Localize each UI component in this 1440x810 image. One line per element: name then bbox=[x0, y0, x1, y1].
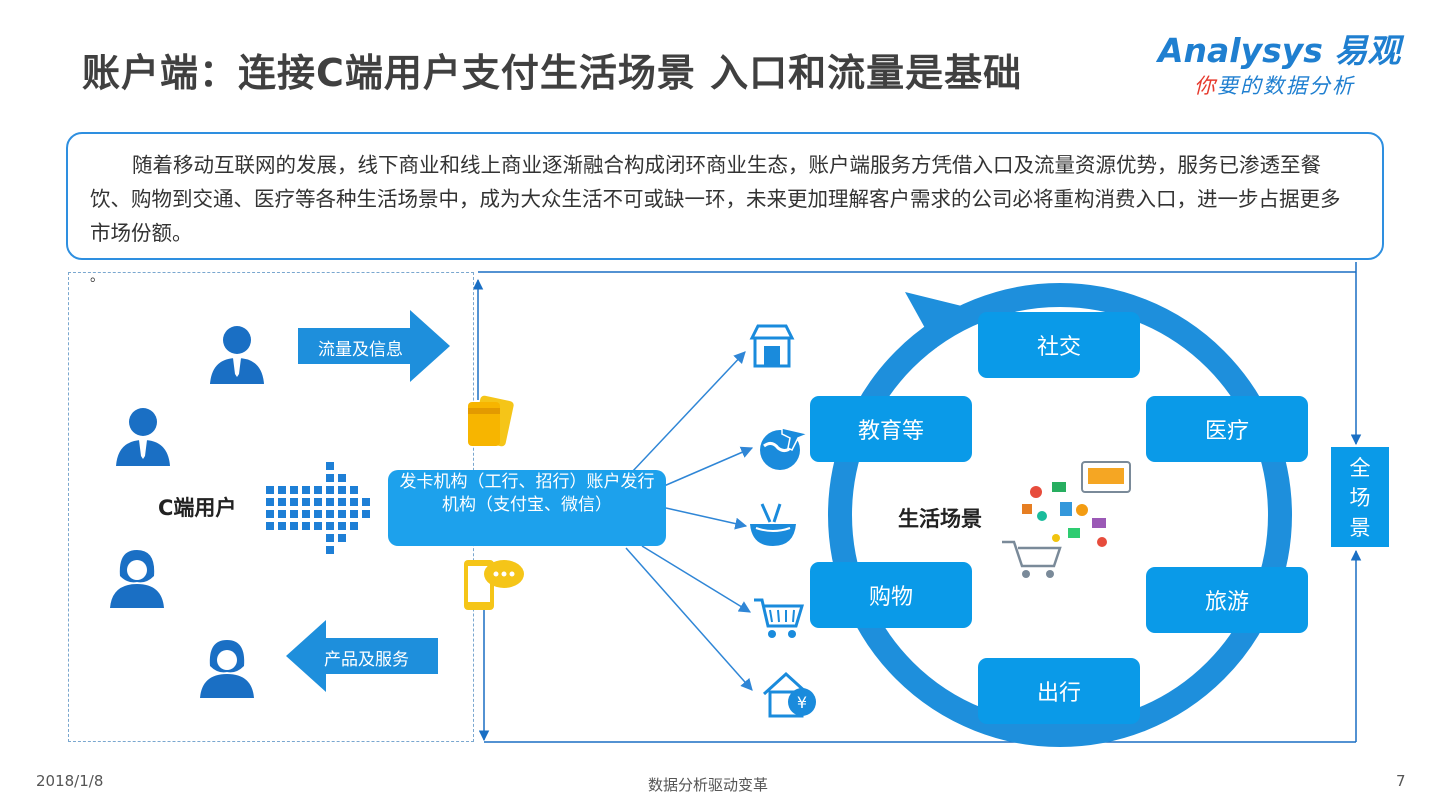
female-user-icon bbox=[110, 550, 164, 608]
shopping-collage-icon bbox=[1002, 461, 1131, 578]
footer-date: 2018/1/8 bbox=[36, 772, 104, 790]
shopping-cart-icon bbox=[754, 598, 805, 638]
footer-center: 数据分析驱动变革 bbox=[648, 776, 769, 794]
food-bowl-icon bbox=[750, 503, 796, 546]
node-shopping: 购物 bbox=[810, 562, 972, 628]
full-scene-label: 全场景 bbox=[1349, 456, 1371, 540]
svg-text:¥: ¥ bbox=[797, 693, 807, 712]
logo-slogan-rest: 要的数据分析 bbox=[1217, 74, 1355, 98]
c-user-label: C端用户 bbox=[158, 496, 237, 520]
plane-globe-icon bbox=[760, 427, 811, 470]
page-title: 账户端：连接C端用户支付生活场景 入口和流量是基础 bbox=[82, 51, 1023, 95]
page-number: 7 bbox=[1396, 772, 1406, 790]
flow-in-label: 流量及信息 bbox=[318, 340, 403, 360]
center-label: 生活场景 bbox=[898, 507, 982, 531]
logo-slogan: 你要的数据分析 bbox=[1194, 70, 1355, 100]
flow-in-arrow: 流量及信息 bbox=[298, 310, 450, 382]
analysys-logo: Analysys 易观 你要的数据分析 bbox=[1158, 22, 1408, 102]
flow-out-arrow: 产品及服务 bbox=[286, 620, 438, 692]
node-education: 教育等 bbox=[810, 396, 972, 462]
full-scene-box: 全场景 bbox=[1331, 447, 1389, 547]
store-icon bbox=[749, 324, 795, 368]
logo-slogan-first: 你 bbox=[1194, 74, 1217, 98]
male-user-icon bbox=[116, 408, 170, 466]
node-transport: 出行 bbox=[978, 658, 1140, 724]
stray-mark: 。 bbox=[90, 269, 104, 285]
logo-main-text: Analysys 易观 bbox=[1158, 31, 1401, 70]
flow-out-label: 产品及服务 bbox=[324, 650, 409, 670]
mobile-chat-icon bbox=[464, 560, 524, 610]
house-yen-icon: ¥ bbox=[762, 671, 816, 718]
node-travel: 旅游 bbox=[1146, 567, 1308, 633]
dotted-arrow bbox=[266, 462, 370, 554]
node-medical: 医疗 bbox=[1146, 396, 1308, 462]
intro-box: 随着移动互联网的发展，线下商业和线上商业逐渐融合构成闭环商业生态，账户端服务方凭… bbox=[66, 132, 1384, 260]
card-icon bbox=[468, 395, 514, 447]
node-social: 社交 bbox=[978, 312, 1140, 378]
male-user-icon bbox=[210, 326, 264, 384]
intro-text: 随着移动互联网的发展，线下商业和线上商业逐渐融合构成闭环商业生态，账户端服务方凭… bbox=[90, 153, 1341, 245]
issuer-box: 发卡机构（工行、招行）账户发行机构（支付宝、微信） bbox=[388, 470, 666, 546]
female-user-icon bbox=[200, 640, 254, 698]
